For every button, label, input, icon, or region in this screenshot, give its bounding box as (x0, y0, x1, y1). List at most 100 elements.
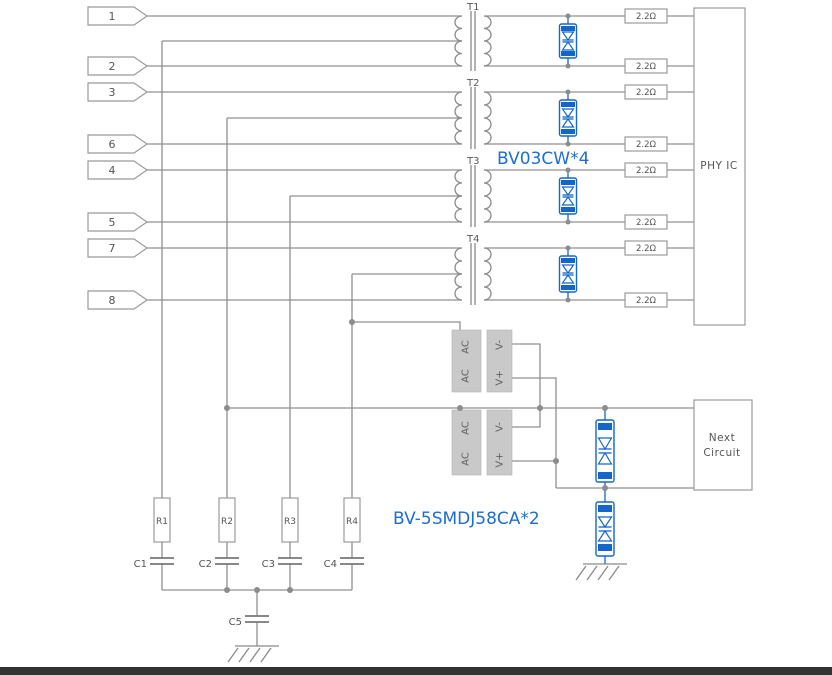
resistor-value-label: 2.2Ω (636, 88, 657, 98)
series-resistor: 2.2Ω (624, 84, 668, 100)
tvs-power-part-label: BV-5SMDJ58CA*2 (393, 509, 540, 529)
input-pin: 7 (87, 238, 149, 258)
bridge-ac-label: AC (461, 369, 472, 383)
bridge-ac-label: AC (461, 421, 472, 435)
resistor-value-label: 2.2Ω (636, 166, 657, 176)
termination-resistor-r4: R4 (343, 497, 361, 543)
series-resistor: 2.2Ω (624, 214, 668, 230)
resistor-ref-label: R1 (156, 517, 168, 527)
resistor-value-label: 2.2Ω (636, 12, 657, 22)
transformer-t2: T2 (454, 78, 492, 149)
series-resistor: 2.2Ω (624, 136, 668, 152)
capacitor-plates (150, 557, 364, 623)
signal-wires (147, 15, 694, 301)
bridge-ac-label: AC (461, 340, 472, 354)
termination-resistor-r3: R3 (281, 497, 299, 543)
primary-coil (454, 15, 463, 67)
tvs-array-2 (558, 92, 578, 144)
input-pin: 4 (87, 160, 149, 180)
pin-label: 4 (109, 164, 116, 177)
capacitor-ref-label: C5 (229, 617, 242, 628)
series-resistor: 2.2Ω (624, 292, 668, 308)
resistor-ref-label: R2 (221, 517, 233, 527)
secondary-coil (483, 169, 492, 223)
tvs-diode-1 (595, 408, 615, 488)
input-pin: 2 (87, 56, 149, 76)
ground-symbol-termination (227, 645, 279, 663)
series-resistor: 2.2Ω (624, 8, 668, 24)
core-lines (470, 165, 476, 227)
pin-label: 2 (109, 60, 116, 73)
phy-ic-label: PHY IC (700, 160, 737, 172)
bridge-vminus-label: V- (495, 340, 506, 350)
pin-label: 6 (109, 138, 116, 151)
transformer-label: T4 (466, 234, 479, 245)
termination-wires (161, 542, 353, 646)
input-pin: 1 (87, 6, 149, 26)
center-tap-wires (161, 40, 462, 498)
resistor-ref-label: R4 (346, 517, 358, 527)
bridge-vplus-label: V+ (495, 452, 506, 467)
input-pin: 6 (87, 134, 149, 154)
tvs-array-3 (558, 170, 578, 222)
primary-coil (454, 247, 463, 301)
primary-coil (454, 169, 463, 223)
resistor-value-label: 2.2Ω (636, 140, 657, 150)
termination-resistor-r1: R1 (153, 497, 171, 543)
transformer-t1: T1 (454, 2, 492, 71)
termination-network: R1 R2 R3 R4 C1 C2 C3 C4 C5 (134, 497, 364, 663)
capacitor-ref-label: C1 (134, 559, 147, 570)
resistor-value-label: 2.2Ω (636, 244, 657, 254)
pin-label: 8 (109, 294, 116, 307)
capacitor-ref-label: C3 (262, 559, 275, 570)
series-resistor: 2.2Ω (624, 58, 668, 74)
bottom-edge-bar (0, 667, 832, 675)
capacitor-ref-label: C2 (199, 559, 212, 570)
input-pin: 3 (87, 82, 149, 102)
transformer-label: T2 (466, 78, 479, 89)
resistor-value-label: 2.2Ω (636, 218, 657, 228)
input-pins: 1 2 3 6 4 5 7 8 (87, 6, 149, 310)
tvs-diode-2 (595, 488, 615, 564)
series-resistors: 2.2Ω 2.2Ω 2.2Ω 2.2Ω 2.2Ω 2.2Ω 2.2Ω 2.2Ω (624, 8, 668, 308)
pin-label: 3 (109, 86, 116, 99)
secondary-coil (483, 91, 492, 145)
next-circuit-box: Next Circuit (693, 399, 753, 491)
transformer-label: T3 (466, 156, 479, 167)
tvs-array-4 (558, 248, 578, 300)
ground-symbol-power (575, 563, 627, 581)
core-lines (470, 243, 476, 305)
secondary-coil (483, 15, 492, 67)
pin-label: 5 (109, 216, 116, 229)
bridge-vplus-label: V+ (495, 370, 506, 385)
termination-resistor-r2: R2 (218, 497, 236, 543)
next-circuit-label-line1: Next (709, 432, 735, 444)
core-lines (470, 11, 476, 71)
bridge-rectifier-2: AC AC V- V+ (451, 409, 513, 476)
transformer-label: T1 (466, 2, 479, 13)
core-lines (470, 87, 476, 149)
resistor-value-label: 2.2Ω (636, 296, 657, 306)
next-circuit-label-line2: Circuit (703, 447, 740, 459)
resistor-value-label: 2.2Ω (636, 62, 657, 72)
bridge-vminus-label: V- (495, 422, 506, 432)
capacitor-ref-label: C4 (324, 559, 337, 570)
secondary-coil (483, 247, 492, 301)
input-pin: 5 (87, 212, 149, 232)
pin-label: 1 (109, 10, 116, 23)
series-resistor: 2.2Ω (624, 162, 668, 178)
tvs-array-1 (558, 16, 578, 66)
tvs-array-part-label: BV03CW*4 (497, 149, 589, 169)
phy-ic-box: PHY IC (693, 7, 746, 326)
resistor-ref-label: R3 (284, 517, 296, 527)
transformer-t3: T3 (454, 156, 492, 227)
junction-dots (224, 13, 608, 593)
primary-coil (454, 91, 463, 145)
series-resistor: 2.2Ω (624, 240, 668, 256)
pin-label: 7 (109, 242, 116, 255)
bridge-ac-label: AC (461, 452, 472, 466)
transformer-t4: T4 (454, 234, 492, 305)
input-pin: 8 (87, 290, 149, 310)
